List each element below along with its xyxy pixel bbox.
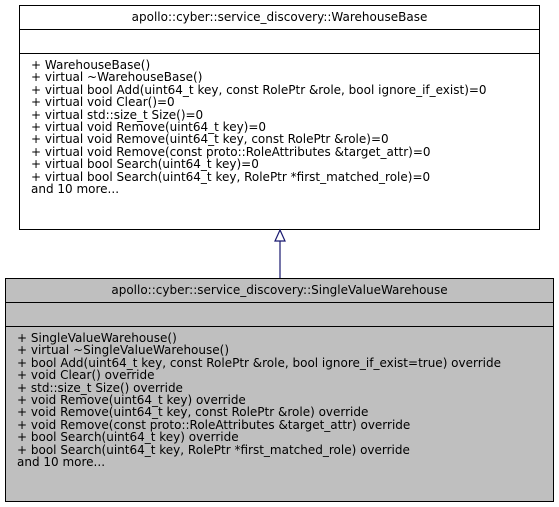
derived-operation: + void Remove(const proto::RoleAttribute… bbox=[17, 417, 411, 432]
base-class-attributes bbox=[20, 30, 539, 54]
derived-operation: + void Remove(uint64_t key, const RolePt… bbox=[17, 405, 369, 420]
base-operation: + virtual ~WarehouseBase() bbox=[31, 70, 203, 85]
derived-class-name: apollo::cyber::service_discovery::Single… bbox=[6, 279, 553, 303]
derived-operation: + virtual ~SingleValueWarehouse() bbox=[17, 343, 230, 358]
derived-operation: + bool Search(uint64_t key) override bbox=[17, 430, 239, 445]
derived-operation: + bool Search(uint64_t key, RolePtr *fir… bbox=[17, 442, 410, 457]
base-operation: + virtual void Remove(uint64_t key)=0 bbox=[31, 119, 267, 134]
base-operation: + virtual void Remove(const proto::RoleA… bbox=[31, 144, 431, 159]
base-class-operations: + WarehouseBase() + virtual ~WarehouseBa… bbox=[20, 54, 539, 196]
derived-operation: + SingleValueWarehouse() bbox=[17, 331, 177, 345]
base-class-name: apollo::cyber::service_discovery::Wareho… bbox=[20, 6, 539, 30]
base-class-box: apollo::cyber::service_discovery::Wareho… bbox=[19, 5, 540, 230]
base-operation: + virtual bool Search(uint64_t key)=0 bbox=[31, 157, 259, 172]
base-operation: + virtual void Remove(uint64_t key, cons… bbox=[31, 132, 389, 147]
derived-class-attributes bbox=[6, 303, 553, 327]
derived-operation: + std::size_t Size() override bbox=[17, 380, 183, 395]
inheritance-arrowhead-icon bbox=[274, 228, 286, 242]
base-operation: + virtual bool Add(uint64_t key, const R… bbox=[31, 82, 487, 97]
derived-operation: + void Remove(uint64_t key) override bbox=[17, 392, 246, 407]
derived-more-operations: and 10 more... bbox=[17, 454, 106, 469]
base-more-operations: and 10 more... bbox=[31, 181, 120, 196]
derived-operation: + void Clear() override bbox=[17, 368, 155, 383]
inheritance-arrow bbox=[274, 228, 286, 279]
derived-class-box: apollo::cyber::service_discovery::Single… bbox=[5, 278, 554, 502]
base-operation: + WarehouseBase() bbox=[31, 58, 151, 72]
base-operation: + virtual bool Search(uint64_t key, Role… bbox=[31, 169, 431, 184]
derived-operation: + bool Add(uint64_t key, const RolePtr &… bbox=[17, 355, 502, 370]
derived-class-operations: + SingleValueWarehouse() + virtual ~Sing… bbox=[6, 327, 553, 469]
base-operation: + virtual void Clear()=0 bbox=[31, 95, 175, 110]
base-operation: + virtual std::size_t Size()=0 bbox=[31, 107, 204, 122]
